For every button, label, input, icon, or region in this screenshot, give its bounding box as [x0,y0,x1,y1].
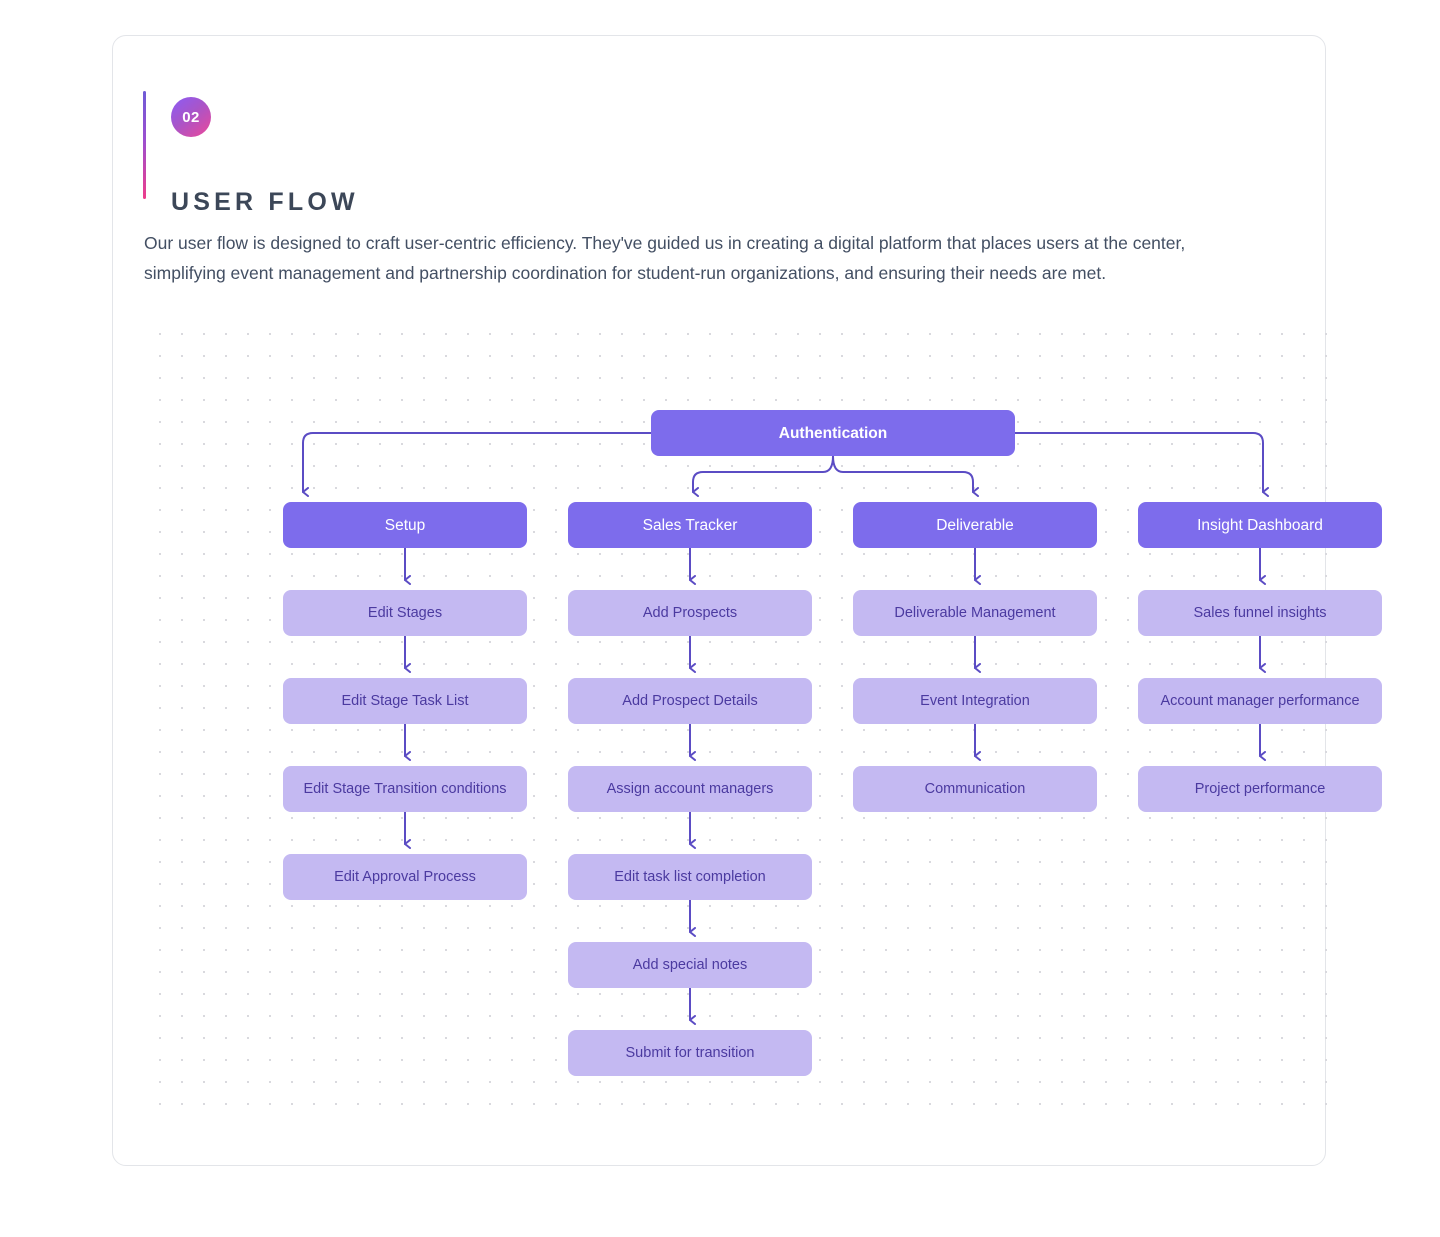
flow-node-sales-tracker[interactable]: Sales Tracker [568,502,812,548]
intro-paragraph: Our user flow is designed to craft user-… [144,233,1186,283]
section-number-badge: 02 [171,97,211,137]
flow-node-setup[interactable]: Setup [283,502,527,548]
user-flow-card: 02 USER FLOW Our user flow is designed t… [112,35,1382,1166]
flow-node-edit-stage-transition-conditions[interactable]: Edit Stage Transition conditions [283,766,527,812]
flow-node-deliverable[interactable]: Deliverable [853,502,1097,548]
page-title: USER FLOW [171,188,359,216]
flow-node-add-prospects[interactable]: Add Prospects [568,590,812,636]
flow-node-submit-for-transition[interactable]: Submit for transition [568,1030,812,1076]
flow-node-edit-task-list-completion[interactable]: Edit task list completion [568,854,812,900]
flow-node-add-special-notes[interactable]: Add special notes [568,942,812,988]
flow-node-edit-approval-process[interactable]: Edit Approval Process [283,854,527,900]
flow-node-project-performance[interactable]: Project performance [1138,766,1382,812]
flow-node-add-prospect-details[interactable]: Add Prospect Details [568,678,812,724]
flow-node-edit-stage-task-list[interactable]: Edit Stage Task List [283,678,527,724]
flow-node-authentication[interactable]: Authentication [651,410,1015,456]
flow-node-event-integration[interactable]: Event Integration [853,678,1097,724]
flow-node-insight-dashboard[interactable]: Insight Dashboard [1138,502,1382,548]
flow-node-assign-account-managers[interactable]: Assign account managers [568,766,812,812]
header-accent-bar [143,91,146,199]
flow-canvas: Authentication Setup Edit Stages Edit St… [144,314,1382,1109]
flow-node-edit-stages[interactable]: Edit Stages [283,590,527,636]
flow-node-communication[interactable]: Communication [853,766,1097,812]
flow-node-account-manager-performance[interactable]: Account manager performance [1138,678,1382,724]
flow-node-sales-funnel-insights[interactable]: Sales funnel insights [1138,590,1382,636]
flow-node-deliverable-management[interactable]: Deliverable Management [853,590,1097,636]
